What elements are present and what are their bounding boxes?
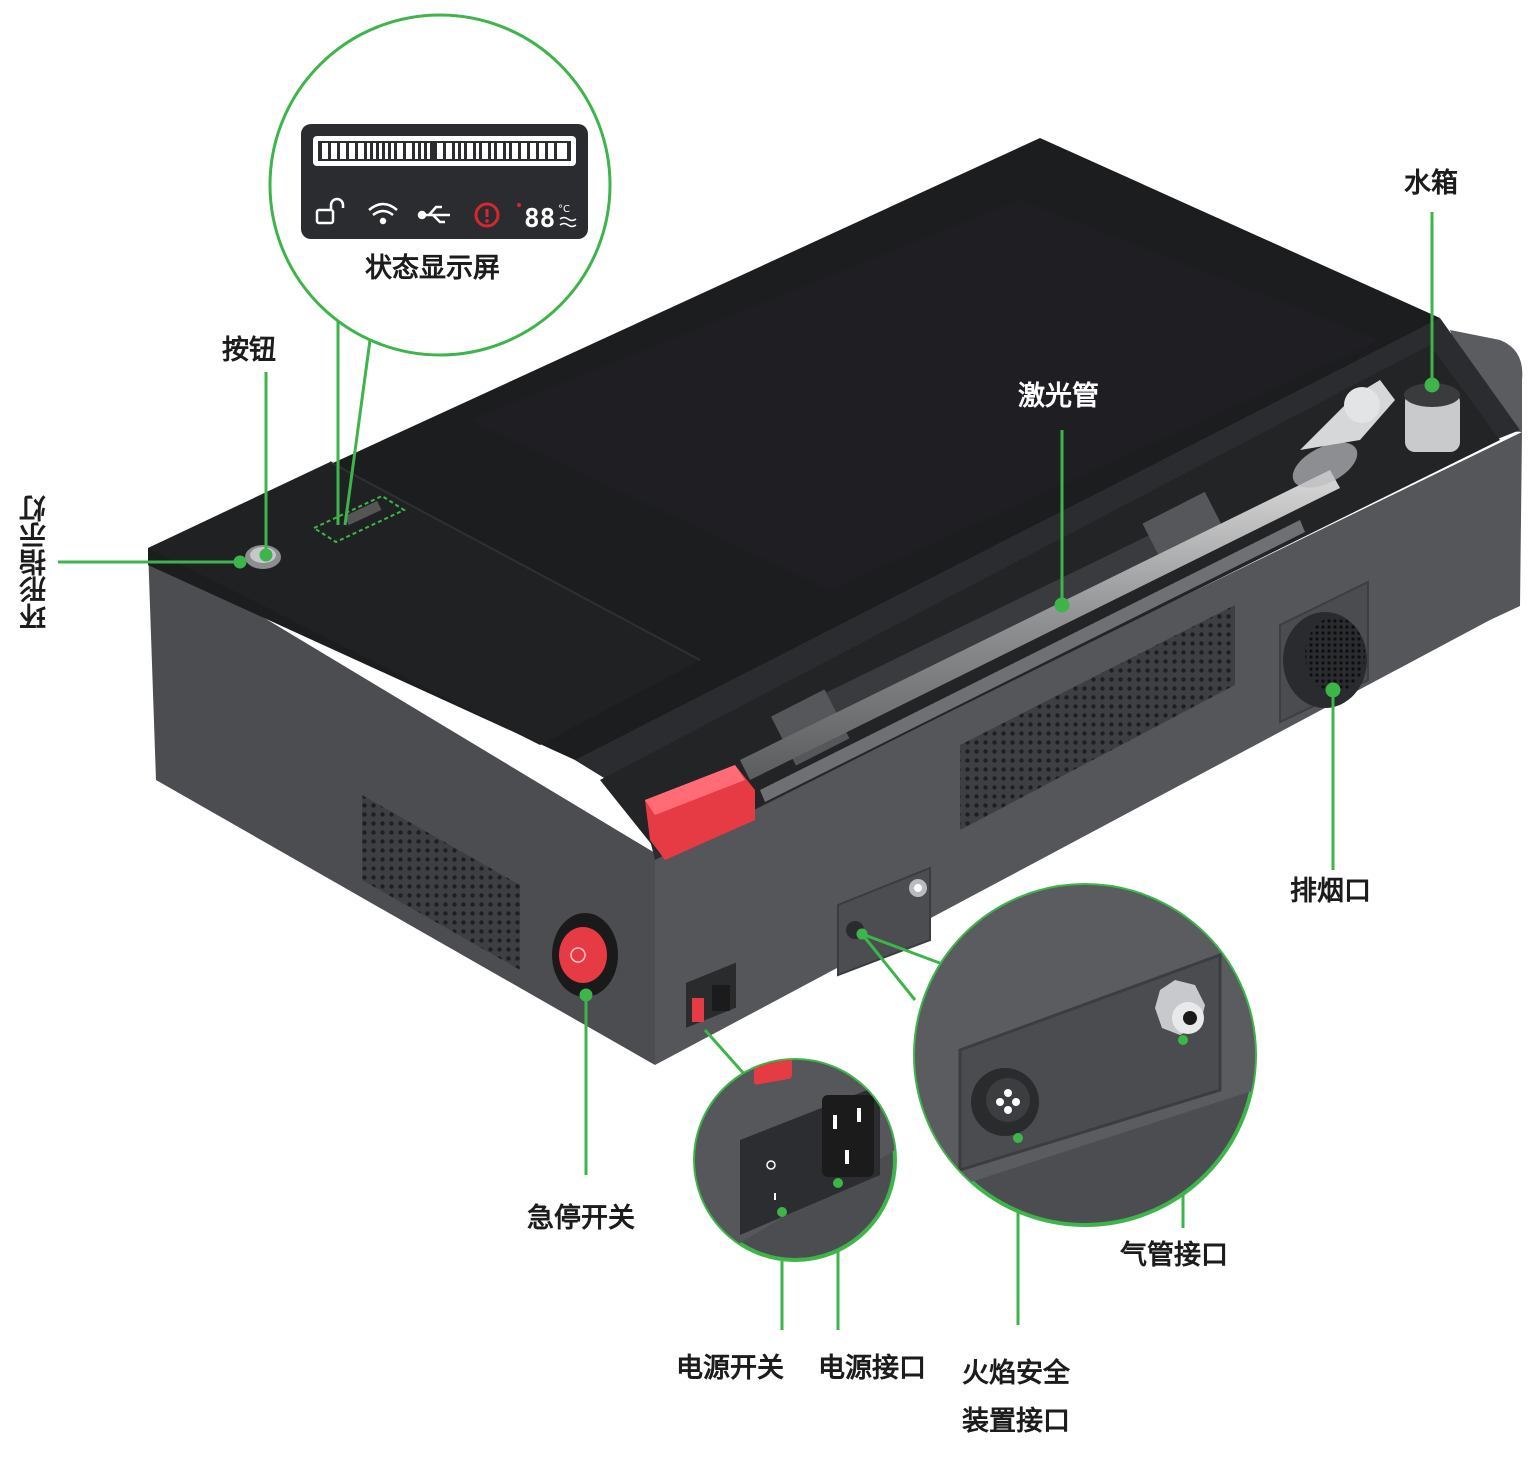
status-display-panel: 88 °C — [301, 124, 588, 239]
exhaust-port — [1279, 580, 1369, 724]
power-socket-label: 电源接口 — [818, 1353, 926, 1384]
alert-icon — [474, 202, 500, 228]
status-display-label: 状态显示屏 — [365, 253, 500, 284]
callout-dots — [777, 1035, 1188, 1217]
power-switch-rocker[interactable] — [754, 1008, 792, 1200]
flame-safety-label-line1: 火焰安全 — [962, 1358, 1070, 1389]
front-face — [148, 548, 655, 1065]
air-pipe-connector — [1155, 980, 1205, 1035]
air-pipe-label: 气管接口 — [1120, 1240, 1228, 1271]
emergency-stop-label: 急停开关 — [527, 1203, 635, 1234]
laser-tube-body — [740, 470, 1340, 780]
rear-connector-zoom — [913, 883, 1257, 1227]
laser-machine — [148, 138, 1523, 1065]
front-vent-grill — [362, 795, 520, 970]
flame-safety-label-line2: 装置接口 — [962, 1406, 1070, 1437]
wifi-icon — [368, 202, 398, 225]
laser-tube-label: 激光管 — [1018, 381, 1099, 412]
rear-connectors-small — [837, 866, 931, 977]
water-tank — [1404, 383, 1460, 452]
svg-text:88: 88 — [524, 204, 555, 234]
power-zoom — [693, 1008, 897, 1262]
flame-safety-connector — [971, 1068, 1039, 1136]
usb-icon — [417, 205, 450, 224]
water-tank-label: 水箱 — [1404, 168, 1458, 199]
red-tube-holder — [645, 765, 755, 860]
exhaust-port-label: 排烟口 — [1290, 876, 1371, 907]
status-display-zoom: 88 °C — [268, 13, 612, 357]
unlock-icon — [315, 197, 345, 225]
power-module-small — [686, 962, 736, 1028]
emergency-stop-button[interactable] — [552, 913, 618, 997]
temperature-readout: 88 °C — [517, 203, 577, 234]
ring-light-label: 环形指示灯 — [20, 495, 51, 630]
top-left-plate — [148, 462, 700, 745]
power-socket-iec — [822, 1095, 874, 1177]
status-screen-outline — [311, 494, 407, 544]
power-switch-label: 电源开关 — [676, 1353, 784, 1384]
button-label: 按钮 — [222, 335, 276, 366]
side-vent-grill — [960, 605, 1235, 830]
svg-text:°C: °C — [558, 204, 570, 215]
